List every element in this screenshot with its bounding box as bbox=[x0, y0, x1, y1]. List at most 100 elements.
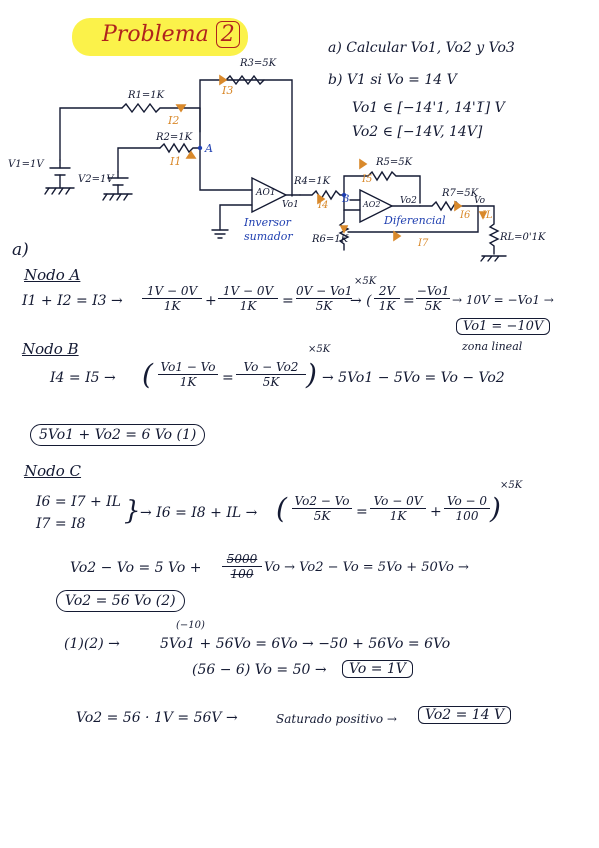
paren-c-close: ) bbox=[490, 492, 501, 525]
frac-a2: 1V − 0V 1K bbox=[218, 284, 278, 313]
frac-a3: 0V − Vo1 5K bbox=[296, 284, 352, 313]
nodo-a-heading: Nodo A bbox=[24, 266, 81, 284]
label-ao1: AO1 bbox=[256, 188, 276, 198]
eq-d1-sup: (−10) bbox=[176, 620, 205, 631]
label-inversor: Inversor bbox=[244, 216, 291, 229]
label-r2: R2=1K bbox=[156, 132, 193, 143]
question-b: b) V1 si Vo = 14 V bbox=[328, 72, 457, 88]
eq-d1-b: 5Vo1 + 56Vo = 6Vo → −50 + 56Vo = 6Vo bbox=[160, 636, 451, 652]
frac-a4: 2V 1K bbox=[374, 284, 400, 313]
eq-d3-b: Saturado positivo → bbox=[276, 712, 397, 726]
title-text: Problema bbox=[102, 22, 209, 47]
paren-b-close: ) bbox=[306, 358, 317, 391]
label-i6: I6 bbox=[460, 210, 471, 221]
label-v1: V1=1V bbox=[8, 159, 44, 170]
label-r3: R3=5K bbox=[240, 58, 277, 69]
frac-c2-num: Vo − 0V bbox=[370, 494, 426, 509]
eq-c4-a: Vo2 − Vo = 5 Vo + bbox=[70, 560, 202, 576]
eq-b1-mult: ×5K bbox=[308, 344, 331, 355]
eq-b1-result: → 5Vo1 − 5Vo = Vo − Vo2 bbox=[322, 370, 505, 386]
label-r6: R6=1K bbox=[312, 234, 349, 245]
range-vo1: Vo1 ∈ [−14'1, 14'1̅] V bbox=[352, 100, 505, 116]
label-sumador: sumador bbox=[244, 230, 293, 243]
problem-title: Problema 2 bbox=[102, 21, 240, 48]
frac-c1: Vo2 − Vo 5K bbox=[292, 494, 352, 523]
frac-c3: Vo − 0 100 bbox=[444, 494, 490, 523]
frac-c4: 5000 100 bbox=[222, 552, 262, 581]
paren-c-open: ( bbox=[276, 492, 287, 525]
frac-b1-num: Vo1 − Vo bbox=[158, 360, 218, 375]
frac-a5-num: −Vo1 bbox=[416, 284, 450, 299]
frac-a1: 1V − 0V 1K bbox=[142, 284, 202, 313]
frac-a5-den: 5K bbox=[424, 299, 442, 313]
eq-c3: → I6 = I8 + IL → bbox=[140, 505, 258, 521]
label-vo1: Vo1 bbox=[282, 200, 299, 210]
eq-c-plus: + bbox=[430, 504, 442, 520]
eq-d3-a: Vo2 = 56 · 1V = 56V → bbox=[76, 710, 238, 726]
label-i2: I2 bbox=[168, 114, 180, 127]
frac-a2-den: 1K bbox=[239, 299, 257, 313]
frac-c3-den: 100 bbox=[455, 509, 479, 523]
label-i3: I3 bbox=[222, 84, 234, 97]
eq-c-mult: ×5K bbox=[500, 480, 523, 491]
frac-b2: Vo − Vo2 5K bbox=[236, 360, 306, 389]
label-il: IL bbox=[482, 210, 493, 221]
eq-c1: I6 = I7 + IL bbox=[36, 494, 121, 510]
eq-d2-a: (56 − 6) Vo = 50 → bbox=[192, 662, 327, 678]
question-a: a) Calcular Vo1, Vo2 y Vo3 bbox=[328, 40, 515, 56]
label-v2: V2=1V bbox=[78, 174, 114, 185]
title-number: 2 bbox=[215, 21, 240, 48]
label-vo: Vo bbox=[474, 196, 486, 206]
eq-d2-box: Vo = 1V bbox=[342, 660, 413, 678]
frac-a4-den: 1K bbox=[378, 299, 396, 313]
label-diferencial: Diferencial bbox=[384, 214, 446, 227]
eq-d1-a: (1)(2) → bbox=[64, 636, 120, 652]
frac-c3-num: Vo − 0 bbox=[444, 494, 490, 509]
arrow-a1: → ( bbox=[350, 293, 372, 309]
range-vo2: Vo2 ∈ [−14V, 14V] bbox=[352, 124, 483, 140]
eq-a1-result: → 10V = −Vo1 → bbox=[452, 293, 554, 307]
label-i1: I1 bbox=[170, 155, 182, 168]
eq-b1-equals: = bbox=[222, 370, 234, 386]
frac-c1-num: Vo2 − Vo bbox=[292, 494, 352, 509]
eq-d3-box: Vo2 = 14 V bbox=[418, 706, 512, 724]
circuit-diagram bbox=[44, 74, 507, 262]
label-i4: I4 bbox=[318, 200, 329, 211]
label-ao2: AO2 bbox=[363, 200, 381, 209]
eq-c2: I7 = I8 bbox=[36, 516, 86, 532]
label-r1: R1=1K bbox=[128, 90, 165, 101]
brace-c: } bbox=[124, 496, 141, 526]
eq-a1-equals: = bbox=[282, 293, 294, 309]
title-highlight bbox=[72, 18, 248, 56]
eq-c-box: Vo2 = 56 Vo (2) bbox=[56, 590, 185, 612]
eq-a1-equals2: = bbox=[403, 293, 415, 309]
label-node-b: B bbox=[342, 194, 350, 205]
frac-c1-den: 5K bbox=[313, 509, 331, 523]
eq-c4-d: Vo → Vo2 − Vo = 5Vo + 50Vo → bbox=[264, 560, 469, 575]
frac-c4-num: 5000 bbox=[222, 552, 262, 567]
frac-a2-num: 1V − 0V bbox=[218, 284, 278, 299]
part-a-label: a) bbox=[12, 240, 29, 260]
eq-c-equals: = bbox=[356, 504, 368, 520]
eq-a1-mult: ×5K bbox=[354, 276, 377, 287]
label-i5: I5 bbox=[362, 174, 373, 185]
frac-b2-num: Vo − Vo2 bbox=[236, 360, 306, 375]
nodo-c-heading: Nodo C bbox=[24, 462, 82, 480]
frac-c2-den: 1K bbox=[389, 509, 407, 523]
eq-a1-left: I1 + I2 = I3 → bbox=[22, 293, 123, 309]
label-r7: R7=5K bbox=[442, 188, 479, 199]
eq-b1-left: I4 = I5 → bbox=[50, 370, 116, 386]
frac-b2-den: 5K bbox=[262, 375, 280, 389]
label-i7: I7 bbox=[418, 238, 429, 249]
eq-a1-note: zona lineal bbox=[462, 340, 523, 353]
frac-a3-num: 0V − Vo1 bbox=[296, 284, 353, 299]
plus-a1: + bbox=[205, 293, 217, 309]
eq-b-box: 5Vo1 + Vo2 = 6 Vo (1) bbox=[30, 424, 206, 446]
frac-a4-num: 2V bbox=[374, 284, 400, 299]
frac-c4-den: 100 bbox=[230, 567, 254, 581]
frac-c2: Vo − 0V 1K bbox=[370, 494, 426, 523]
label-vo2: Vo2 bbox=[400, 196, 417, 206]
label-r5: R5=5K bbox=[376, 157, 413, 168]
frac-a5: −Vo1 5K bbox=[416, 284, 450, 313]
